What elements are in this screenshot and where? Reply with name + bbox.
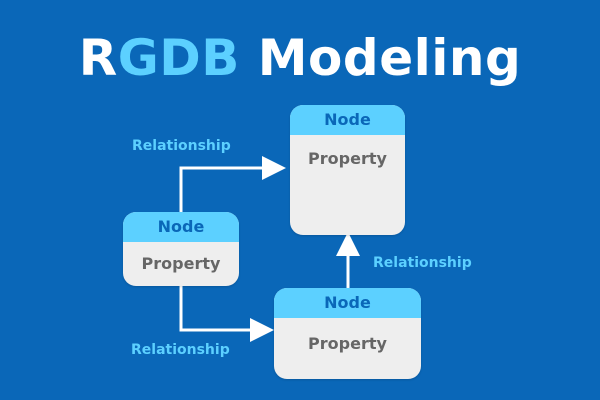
title-rest-text: Modeling <box>257 29 522 87</box>
relationship-label-top: Relationship <box>132 138 231 154</box>
node-bottom-right[interactable]: Node Property <box>274 288 421 379</box>
relationship-arrow-left-to-bottom <box>179 286 274 342</box>
node-header: Node <box>290 105 405 135</box>
node-left[interactable]: Node Property <box>123 212 239 286</box>
relationship-arrow-left-to-top <box>179 156 286 212</box>
node-header: Node <box>274 288 421 318</box>
node-property: Property <box>308 334 387 353</box>
relationship-label-right: Relationship <box>373 255 472 271</box>
title-first-letter: R <box>78 29 118 87</box>
node-property: Property <box>308 149 387 168</box>
diagram-title: RGDB Modeling <box>0 28 600 88</box>
node-property: Property <box>141 254 221 273</box>
title-accent-text: GDB <box>117 29 240 87</box>
node-top-right[interactable]: Node Property <box>290 105 405 235</box>
node-header: Node <box>123 212 239 242</box>
relationship-label-bottom: Relationship <box>131 342 230 358</box>
